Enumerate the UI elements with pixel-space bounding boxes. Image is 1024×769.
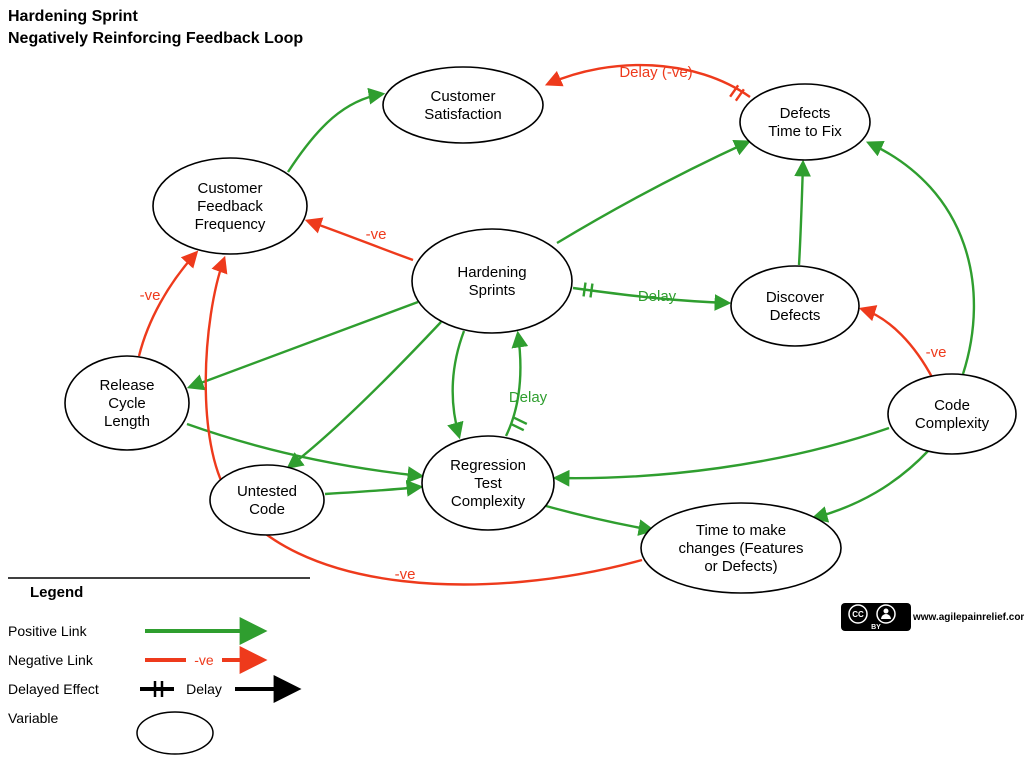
legend-delay-tag: Delay (186, 681, 222, 697)
edge-complexity-to-defects-fix (865, 141, 976, 375)
legend-delayed-effect-label: Delayed Effect (8, 681, 99, 697)
person-head-icon (883, 608, 889, 614)
credit: CC BY www.agilepainrelief.com (841, 603, 1024, 631)
edge-regression-to-time (545, 504, 656, 536)
edge-release-to-regression (186, 422, 425, 483)
edge-label-sprints-to-discover: Delay (638, 288, 677, 305)
cc-label: CC (852, 610, 864, 619)
edge-sprints-to-release (186, 300, 419, 391)
edge-sprints-to-untested (286, 321, 442, 470)
edge-discover-to-defects-fix (794, 159, 811, 266)
edge-label-defects-fix-to-satisfaction: Delay (-ve) (619, 64, 692, 81)
legend-variable-label: Variable (8, 710, 59, 726)
edge-label-time-to-feedback: -ve (395, 566, 416, 583)
legend-variable-ellipse (136, 711, 214, 755)
delay-marks-icon (582, 282, 594, 298)
cc-circle-icon (848, 604, 868, 624)
legend: Legend Positive Link Negative Link -ve D… (8, 577, 310, 755)
edge-complexity-to-discover: -ve (858, 305, 947, 380)
edge-label-regression-to-sprints: Delay (509, 389, 548, 406)
diagram-title-line2: Negatively Reinforcing Feedback Loop (8, 30, 303, 47)
edge-label-complexity-to-discover: -ve (926, 344, 947, 361)
person-body-icon (881, 614, 891, 619)
edge-feedback-to-satisfaction (286, 87, 386, 173)
delay-marks-icon (510, 416, 528, 432)
edge-complexity-to-time (810, 449, 930, 523)
credit-url-text: www.agilepainrelief.com (912, 612, 1024, 623)
by-person-circle-icon (876, 604, 896, 624)
diagram-title-line1: Hardening Sprint (8, 8, 138, 25)
edge-complexity-to-regression (552, 426, 890, 487)
edge-untested-to-regression (324, 479, 424, 497)
legend-positive-link-label: Positive Link (8, 623, 88, 639)
edge-regression-to-sprints: Delay (504, 330, 548, 437)
legend-heading: Legend (30, 584, 83, 601)
legend-negative-link-label: Negative Link (8, 652, 94, 668)
edge-label-release-to-feedback: -ve (140, 287, 161, 304)
edge-sprints-to-discover: Delay (572, 282, 732, 311)
delay-marks-icon (729, 84, 745, 102)
edge-sprints-to-defects-fix (556, 139, 752, 245)
legend-negative-tag: -ve (194, 652, 214, 668)
edge-sprints-to-regression (447, 330, 466, 440)
edge-label-sprints-to-feedback: -ve (366, 226, 387, 243)
edge-defects-fix-to-satisfaction: Delay (-ve) (544, 63, 751, 102)
cc-by-label: BY (871, 624, 881, 631)
edge-release-to-feedback: -ve (137, 250, 199, 357)
edge-sprints-to-feedback: -ve (304, 217, 414, 262)
